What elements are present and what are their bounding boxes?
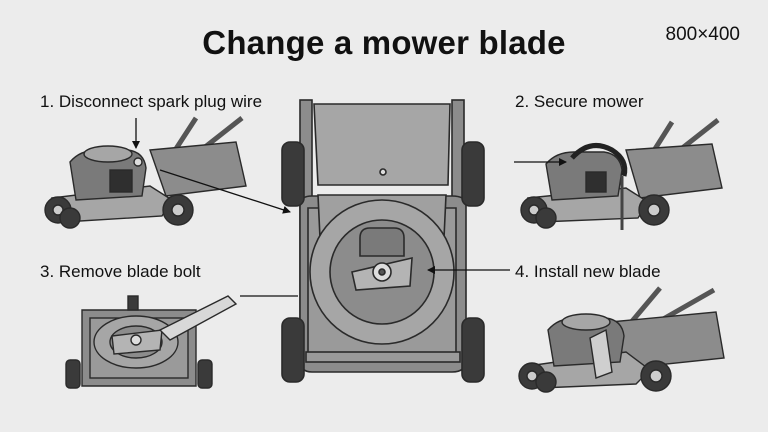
step-label-3: 3. Remove blade bolt: [40, 262, 201, 281]
step-label-1: 1. Disconnect spark plug wire: [40, 92, 263, 111]
center-mower-top-view: [281, 99, 485, 383]
arrow-step-1-to-center: [159, 169, 291, 214]
mower-step-4: [518, 286, 725, 393]
mower-step-1: [44, 116, 247, 229]
mower-step-2: [520, 118, 723, 230]
step-label-4: 4. Install new blade: [515, 262, 661, 281]
step-label-2: 2. Secure mower: [515, 92, 644, 111]
dimension-label: 800×400: [665, 24, 741, 45]
mower-step-3: [65, 295, 238, 389]
diagram-title: Change a mower blade: [202, 24, 566, 61]
leader-arrows: [132, 118, 567, 297]
